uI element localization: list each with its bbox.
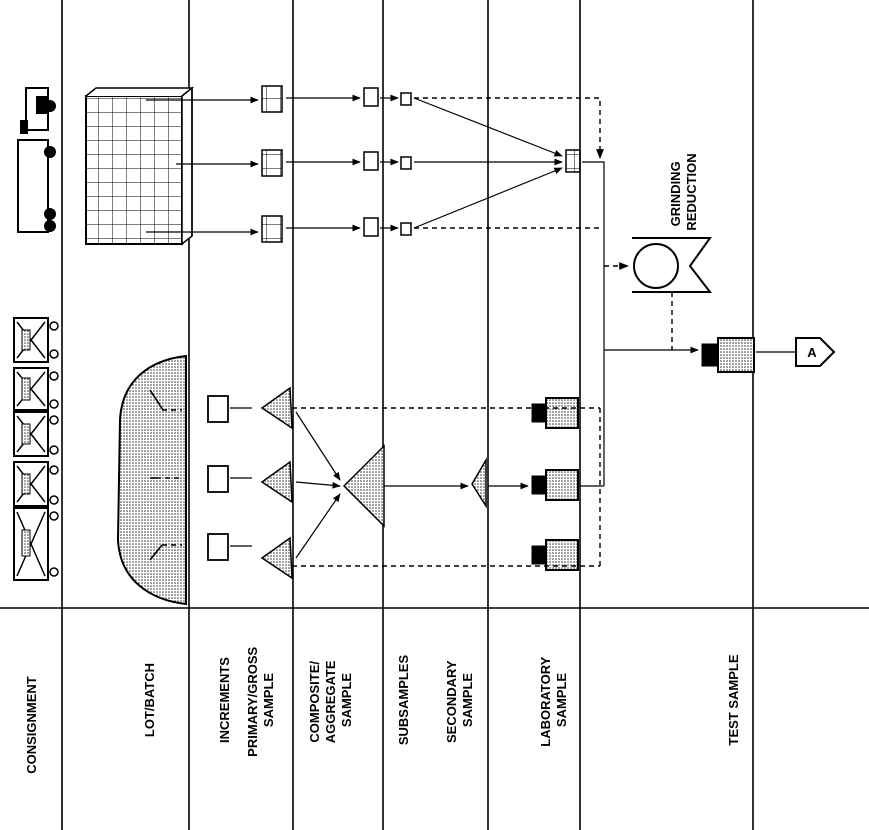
rail-wagon-icon <box>13 317 59 363</box>
bag-flow-arrows <box>146 94 605 350</box>
connector-a-label: A <box>807 345 817 360</box>
grinder-icon <box>632 237 713 293</box>
stage-label-increments: INCREMENTS <box>217 657 232 743</box>
primary-sample-cube-icon <box>261 85 283 113</box>
composite-sample-pile-icon <box>342 444 385 528</box>
test-sample-container-icon <box>701 337 755 373</box>
primary-sample-pile-icon <box>260 386 293 430</box>
primary-bag-samples <box>261 85 283 243</box>
composite-sample-cube-icon <box>363 87 379 107</box>
bulk-flow-arrows <box>230 262 796 567</box>
rail-wagon-icon <box>13 461 59 507</box>
rail-wagon-icon <box>13 507 59 581</box>
rail-wagons-icon <box>13 317 59 581</box>
subsample-icon <box>400 92 412 106</box>
primary-sample-cube-icon <box>261 149 283 177</box>
stage-label-lot-batch: LOT/BATCH <box>142 663 157 737</box>
bag-stack-icon <box>85 86 195 246</box>
process-label-grinding-reduction: GRINDING REDUCTION <box>668 153 699 230</box>
stage-label-composite-aggregate-sample: COMPOSITE/ AGGREGATE SAMPLE <box>307 657 354 743</box>
stage-label-secondary-sample: SECONDARY SAMPLE <box>444 657 475 743</box>
primary-bulk-samples <box>260 386 293 580</box>
increment-scoop-icon <box>207 395 229 423</box>
rail-wagon-icon <box>13 367 59 411</box>
stage-labels: CONSIGNMENT LOT/BATCH INCREMENTS PRIMARY… <box>24 153 741 773</box>
lab-container-icon <box>531 397 579 429</box>
primary-sample-cube-icon <box>261 215 283 243</box>
subsample-icon <box>400 222 412 236</box>
increment-probes <box>149 389 182 561</box>
bulk-pile-icon <box>116 354 187 606</box>
laboratory-bag-sample-icon <box>565 149 581 173</box>
truck-icon <box>17 87 56 233</box>
lab-container-icon <box>531 539 579 571</box>
increment-scoop-icon <box>207 465 229 493</box>
laboratory-containers <box>531 397 579 571</box>
composite-sample-cube-icon <box>363 151 379 171</box>
primary-sample-pile-icon <box>260 536 293 580</box>
stage-label-subsamples: SUBSAMPLES <box>396 655 411 746</box>
lab-container-icon <box>531 469 579 501</box>
primary-sample-pile-icon <box>260 460 293 504</box>
stage-label-consignment: CONSIGNMENT <box>24 676 39 774</box>
stage-label-primary-gross-sample: PRIMARY/GROSS SAMPLE <box>245 643 276 757</box>
composite-sample-cube-icon <box>363 217 379 237</box>
increment-scoop-icon <box>207 533 229 561</box>
rail-wagon-icon <box>13 411 59 457</box>
stage-label-laboratory-sample: LABORATORY SAMPLE <box>538 653 569 746</box>
subsample-icon <box>400 156 412 170</box>
stage-label-test-sample: TEST SAMPLE <box>726 654 741 745</box>
subsample-bags <box>400 92 412 236</box>
increment-scoops <box>207 395 229 561</box>
composite-bag-samples <box>363 87 379 237</box>
secondary-sample-pile-icon <box>471 457 487 509</box>
connector-a-icon: A <box>795 337 836 367</box>
